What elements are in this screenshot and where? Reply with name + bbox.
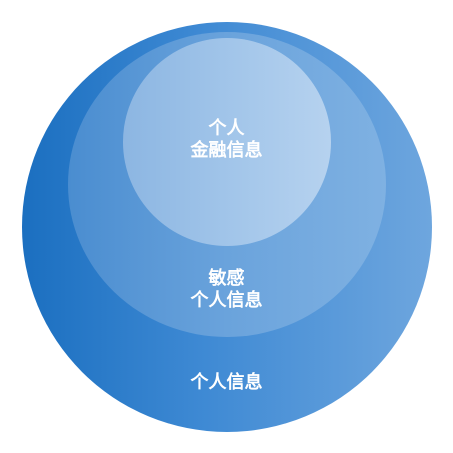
sensitive-personal-info-label: 敏感 个人信息 (0, 268, 453, 312)
personal-info-label: 个人信息 (0, 372, 453, 394)
personal-financial-info-circle (123, 38, 331, 246)
inner-label-line1: 个人 (208, 118, 245, 139)
middle-label-line2: 个人信息 (190, 290, 263, 311)
personal-financial-info-label: 个人 金融信息 (0, 118, 453, 162)
inner-label-line2: 金融信息 (190, 140, 263, 161)
middle-label-line1: 敏感 (208, 268, 245, 289)
outer-label-text: 个人信息 (190, 372, 263, 393)
